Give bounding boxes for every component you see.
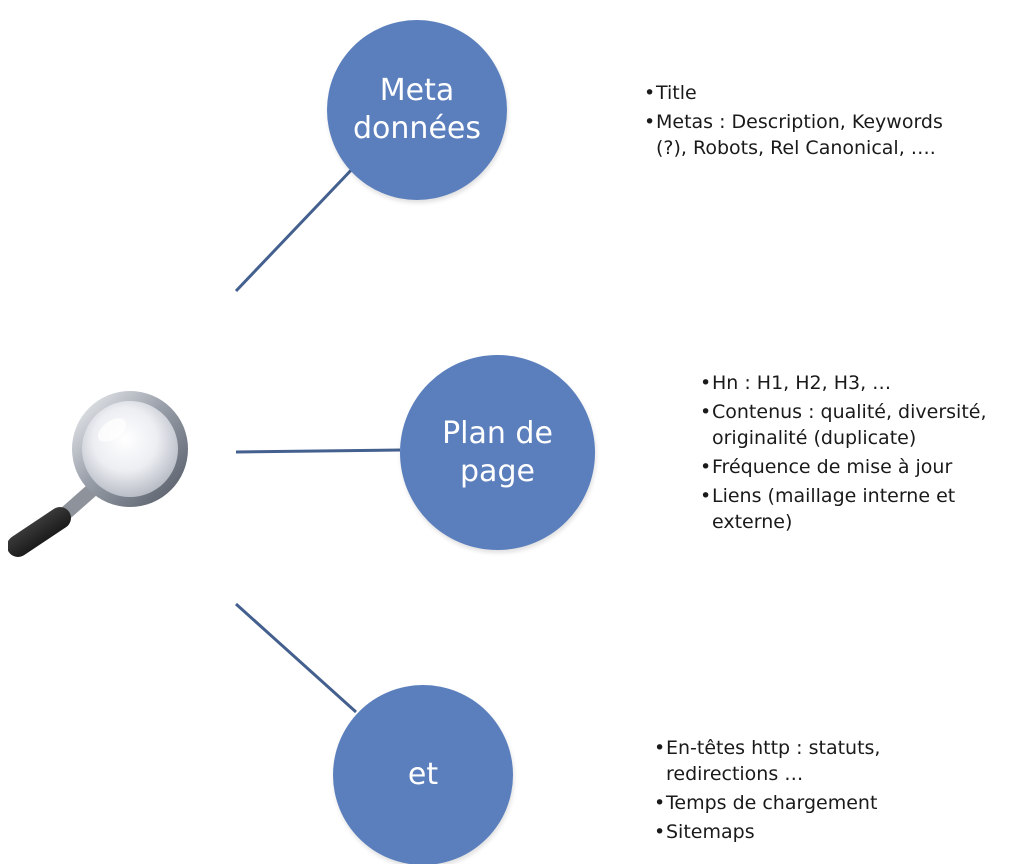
list-item: Liens (maillage interne et externe) (700, 483, 1025, 535)
node-meta-donnees: Meta données (327, 20, 507, 200)
node-et: et (333, 685, 513, 864)
list-item: Title (644, 80, 974, 106)
bullet-list-plan: Hn : H1, H2, H3, … Contenus : qualité, d… (700, 370, 1025, 538)
node-et-label: et (407, 757, 439, 792)
list-item: Fréquence de mise à jour (700, 454, 1025, 480)
node-plan-de-page-label: Plan de page (442, 415, 553, 489)
connector-et (234, 602, 358, 714)
connector-meta (234, 163, 358, 293)
bullet-list-et: En-têtes http : statuts, redirections … … (654, 735, 984, 848)
list-item: Hn : H1, H2, H3, … (700, 370, 1025, 396)
list-item: Contenus : qualité, diversité, originali… (700, 399, 1025, 451)
connector-plan (235, 448, 401, 454)
bullet-list-meta: Title Metas : Description, Keywords (?),… (644, 80, 974, 164)
list-item: Metas : Description, Keywords (?), Robot… (644, 109, 974, 161)
node-plan-de-page: Plan de page (400, 355, 595, 550)
list-item: Temps de chargement (654, 790, 984, 816)
list-item: En-têtes http : statuts, redirections … (654, 735, 984, 787)
list-item: Sitemaps (654, 819, 984, 845)
magnifying-glass-icon (8, 391, 188, 557)
node-meta-donnees-label: Meta données (353, 73, 481, 146)
